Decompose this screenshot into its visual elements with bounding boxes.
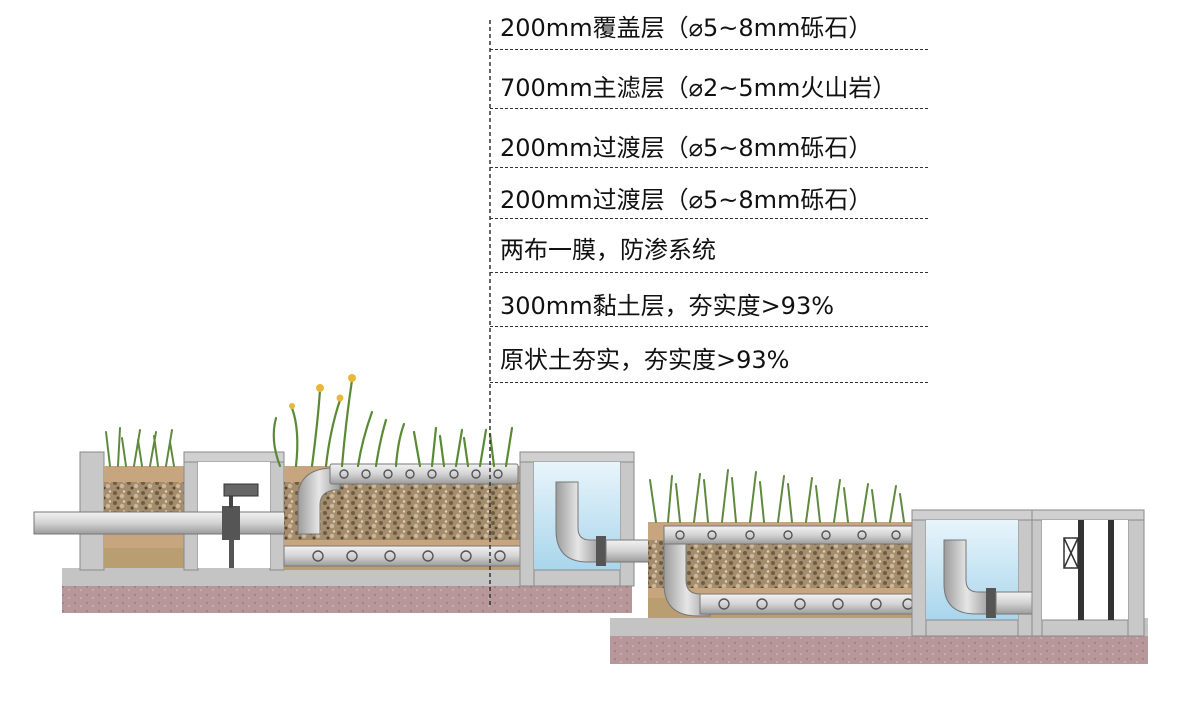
layer-label-6: 300mm黏土层，夯实度>93%	[500, 292, 835, 320]
layer-label-4: 200mm过渡层（⌀5~8mm砾石）	[500, 186, 873, 214]
layer-divider-5	[490, 272, 928, 273]
valve-well-1-wall-left	[183, 451, 199, 571]
valve-lower-stem	[229, 540, 234, 568]
valve-well-1-wall-right	[269, 451, 285, 571]
bed2-clay	[284, 565, 520, 570]
layer-label-1: 200mm覆盖层（⌀5~8mm砾石）	[500, 14, 873, 42]
layer-divider-2	[490, 108, 928, 109]
bed2-collector-holes	[312, 550, 506, 562]
bed3-collector-pipe	[699, 593, 931, 615]
bed2-elbow-pipe	[297, 467, 341, 535]
valve-well-2-top	[1031, 509, 1145, 521]
water-well-2-floor	[925, 619, 1019, 637]
vegetation-bed3	[649, 469, 905, 523]
water-well-1-floor	[533, 569, 621, 587]
vegetation-bed1	[105, 427, 175, 467]
bed2-collector-pipe	[283, 545, 529, 567]
valve-actuator	[223, 483, 259, 497]
ground-left	[62, 585, 632, 613]
layer-label-3: 200mm过渡层（⌀5~8mm砾石）	[500, 134, 873, 162]
water-well-1-flange	[596, 536, 606, 566]
valve-well-2-wall-left	[1031, 509, 1043, 637]
bed3-gravel	[648, 540, 912, 588]
layer-divider-3	[490, 167, 928, 168]
inlet-pipe	[33, 511, 315, 535]
water-well-1-wall-left	[519, 451, 535, 587]
layer-divider-6	[490, 326, 928, 327]
inlet-valve	[222, 506, 240, 540]
layer-label-2: 700mm主滤层（⌀2~5mm火山岩）	[500, 74, 897, 102]
layer-label-7: 原状土夯实，夯实度>93%	[500, 346, 790, 374]
valve-well-2-floor	[1041, 619, 1129, 637]
water-well-2-flange	[986, 588, 996, 618]
water-well-2-wall-left	[911, 509, 927, 637]
layer-label-5: 两布一膜，防渗系统	[500, 236, 716, 264]
valve-well-2-post-left	[1078, 520, 1084, 620]
water-well-2-top	[911, 509, 1033, 521]
ground-right	[610, 636, 1148, 664]
bed3-distribution-pipe	[663, 525, 935, 545]
valve-well-2-wall-right	[1127, 509, 1145, 637]
valve-well-2-post-right	[1108, 520, 1114, 620]
bed2-distribution-pipe	[329, 463, 519, 485]
bed3-distribution-holes	[675, 530, 901, 540]
valve-stem	[229, 492, 233, 508]
bed1-clay	[104, 548, 184, 568]
layer-divider-4	[490, 218, 928, 219]
valve-well-1-top	[183, 451, 285, 463]
water-well-1-top	[519, 451, 635, 463]
bed1-soil-top	[104, 466, 184, 482]
vegetation-bed2	[272, 378, 514, 468]
layer-divider-7	[490, 382, 928, 383]
bed2-soil-mid	[284, 540, 520, 548]
valve-well-2-interior	[1042, 520, 1128, 620]
flowers-bed2	[289, 374, 356, 409]
valve-well-2-gate-valve	[1063, 537, 1079, 569]
bed1-soil-mid	[104, 534, 184, 548]
left-wall	[79, 451, 105, 571]
bed2-distribution-holes	[339, 469, 503, 479]
water-well-1-wall-right	[619, 451, 635, 587]
water-well-2-wall-right	[1017, 509, 1033, 637]
layer-divider-1	[490, 49, 928, 50]
bed3-soil-mid	[648, 588, 912, 598]
